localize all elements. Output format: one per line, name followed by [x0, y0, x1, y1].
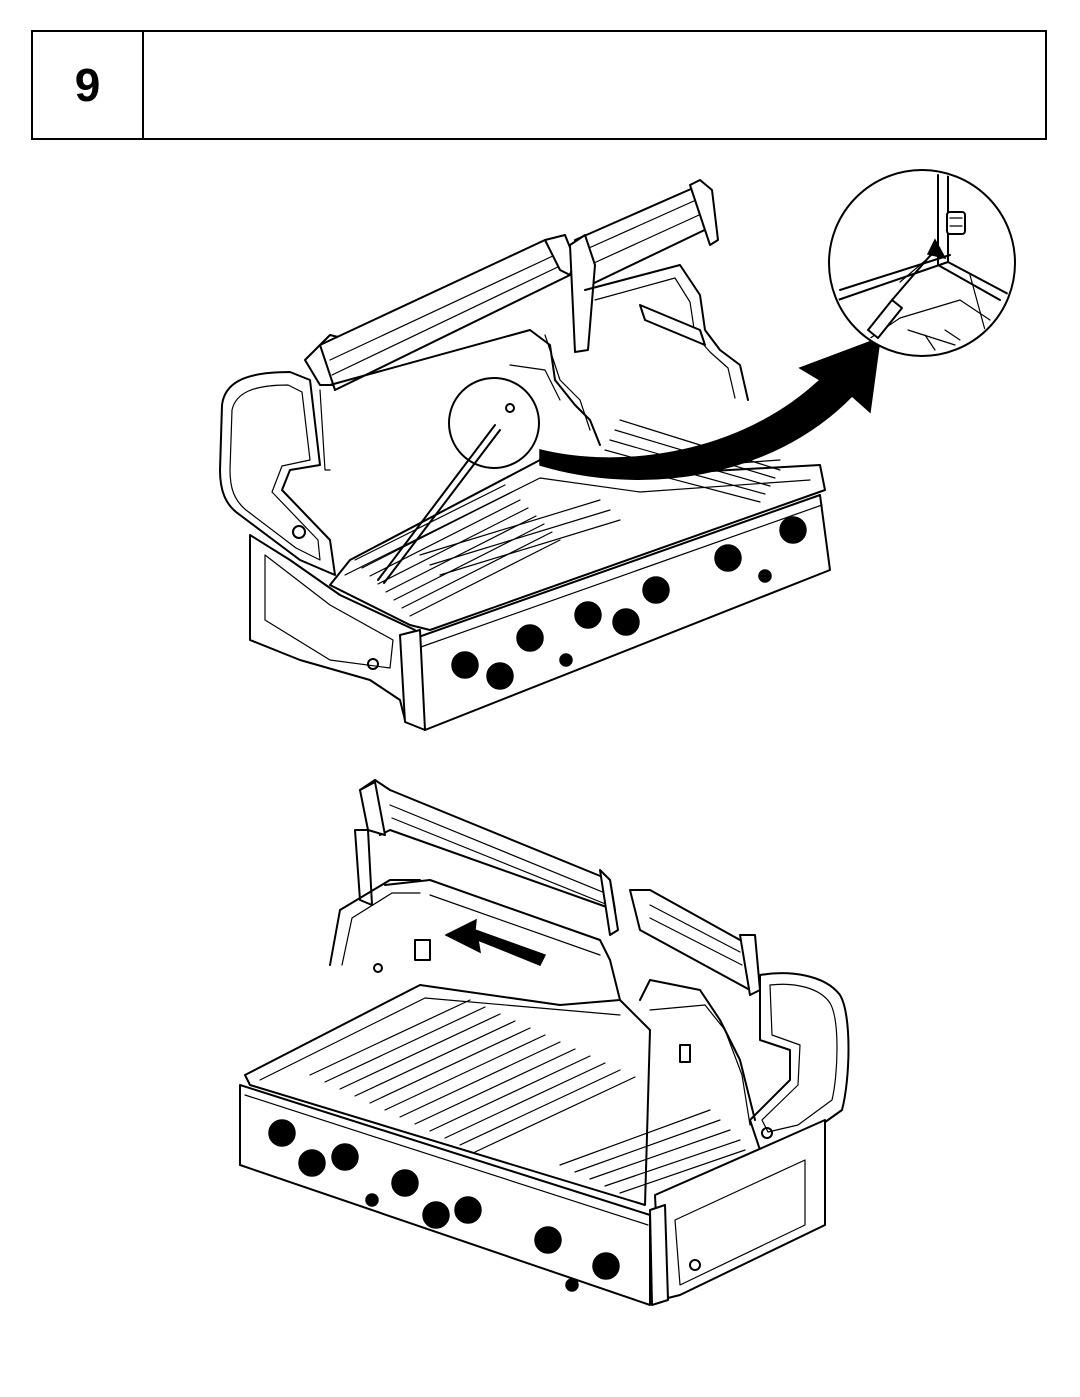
control-knobs	[451, 516, 807, 690]
igniter-icon	[565, 1278, 579, 1292]
knob-icon	[574, 601, 602, 629]
firebox-top	[329, 459, 826, 631]
step-number: 9	[33, 32, 144, 138]
left-side-panel	[219, 371, 336, 576]
igniter-icon	[365, 1193, 379, 1207]
left-panel-bolt-icon	[292, 525, 306, 539]
knob-icon	[422, 1201, 450, 1229]
detail-bubble	[828, 169, 1016, 357]
igniter-icon	[559, 653, 573, 667]
knob-icon	[779, 516, 807, 544]
bottom-control-knobs	[268, 1119, 620, 1292]
knob-icon	[486, 662, 514, 690]
bottom-grates-left	[309, 999, 636, 1153]
detail-marker-circle	[448, 377, 540, 469]
rotisserie-rod	[377, 424, 496, 581]
hood-main	[319, 239, 571, 391]
knob-icon	[451, 651, 479, 679]
igniter-icon	[758, 569, 772, 583]
knob-icon	[391, 1169, 419, 1197]
knob-icon	[298, 1149, 326, 1177]
straight-arrow-icon	[444, 918, 547, 966]
knob-icon	[714, 544, 742, 572]
knob-icon	[331, 1143, 359, 1171]
top-grill-illustration	[219, 179, 881, 731]
knob-icon	[516, 624, 544, 652]
knob-icon	[534, 1226, 562, 1254]
knob-icon	[592, 1252, 620, 1280]
step-header: 9	[31, 30, 1047, 140]
knob-icon	[642, 576, 670, 604]
grates-left	[354, 484, 621, 617]
curved-arrow-icon	[539, 336, 881, 480]
bottom-grill-illustration	[239, 779, 850, 1306]
knob-icon	[454, 1196, 482, 1224]
knob-icon	[268, 1119, 296, 1147]
knob-icon	[612, 608, 640, 636]
bottom-grates-right	[559, 1109, 746, 1194]
